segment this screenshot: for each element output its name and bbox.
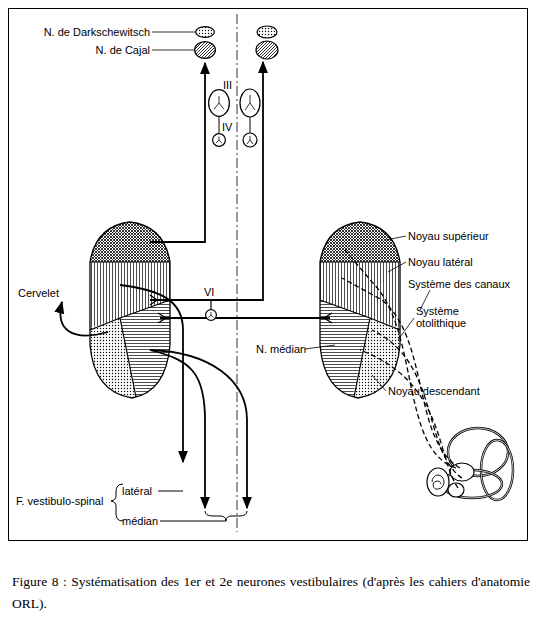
lateral-vestibulospinal-tract — [120, 285, 183, 462]
nucleus-outline — [205, 309, 217, 321]
nucleus-mark — [247, 136, 253, 144]
nucleus-link — [250, 117, 251, 133]
abducens-nucleus: VI — [205, 309, 217, 321]
nucleus-mark — [214, 96, 224, 109]
nucleus-mark — [216, 137, 222, 144]
nucleus-outline — [195, 26, 215, 38]
nucleus-shape — [209, 90, 230, 117]
utricle — [450, 463, 474, 481]
crossed-ascending-fiber — [150, 62, 263, 300]
oculomotor-right — [240, 89, 260, 117]
structure-label: Cervelet — [18, 287, 59, 299]
nucleus-outline — [194, 41, 216, 59]
tract-part-label: latéral — [122, 485, 152, 497]
leader-line — [158, 491, 183, 492]
otolith-fiber — [360, 350, 458, 488]
lateral-nucleus: Noyau latéral — [322, 262, 398, 302]
trochlear-right — [243, 133, 257, 147]
ascending-fiber — [150, 63, 205, 242]
cajal-nucleus: N. de Cajal — [194, 41, 216, 59]
figure-caption: Figure 8 : Systématisation des 1er et 2e… — [12, 571, 530, 615]
descending-nucleus: Noyau descendant — [360, 302, 398, 397]
leader-line — [160, 521, 226, 522]
medial-vestibulospinal-tract — [150, 350, 247, 508]
tract-label: F. vestibulo-spinal — [16, 495, 103, 507]
oculomotor-nucleus: III — [208, 89, 230, 117]
nucleus-shape — [195, 42, 216, 59]
cajal-right — [256, 41, 278, 59]
nucleus-shape — [206, 310, 217, 321]
node-label: IV — [222, 121, 232, 133]
medial-vestibulospinal-tract — [150, 350, 205, 508]
node-label: N. de Darkschewitsch — [44, 26, 150, 38]
node-label: VI — [204, 286, 214, 298]
fiber-fork — [150, 295, 157, 305]
commissural-fiber — [160, 317, 330, 319]
nucleus-link — [219, 117, 220, 133]
trochlear-nucleus: IV — [212, 133, 226, 147]
fiber-fork — [158, 313, 332, 323]
darkschewitsch-right — [257, 26, 277, 38]
nucleus-mark — [208, 312, 213, 318]
complex-outline — [90, 222, 170, 398]
node-label: III — [223, 79, 232, 91]
nucleus-shape — [213, 134, 226, 147]
figure-frame — [9, 9, 528, 541]
darkschewitsch-nucleus: N. de Darkschewitsch — [195, 26, 215, 38]
nucleus-outline — [208, 89, 230, 117]
nucleus-outline — [212, 133, 226, 147]
vestibular-complex-right — [315, 215, 405, 400]
leader-line — [152, 50, 194, 51]
nucleus-border — [90, 262, 170, 397]
cochlea-spiral — [432, 475, 444, 489]
node-label: Noyau descendant — [388, 385, 480, 397]
brace — [111, 484, 123, 521]
midline — [237, 14, 238, 532]
fiber-label: Système des canaux — [408, 278, 510, 290]
otolith-fiber — [372, 330, 462, 478]
medial-nucleus: N. médian — [322, 302, 360, 397]
leader-line — [152, 32, 195, 33]
node-label: Noyau latéral — [408, 256, 473, 268]
bracket — [205, 511, 247, 521]
abducens-stalk — [210, 300, 211, 309]
node-label: Noyau supérieur — [408, 230, 489, 242]
node-label: N. médian — [256, 343, 306, 355]
medial-nucleus-fill — [120, 298, 175, 400]
fiber-label: Système otolithique — [416, 305, 480, 329]
nucleus-mark — [245, 95, 255, 110]
superior-nucleus: Noyau supérieur — [322, 222, 398, 262]
cochlea — [427, 468, 449, 496]
node-label: N. de Cajal — [96, 44, 150, 56]
cerebellar-fiber — [60, 302, 108, 335]
nucleus-shape — [196, 27, 215, 38]
tract-part-label: médian — [122, 515, 158, 527]
